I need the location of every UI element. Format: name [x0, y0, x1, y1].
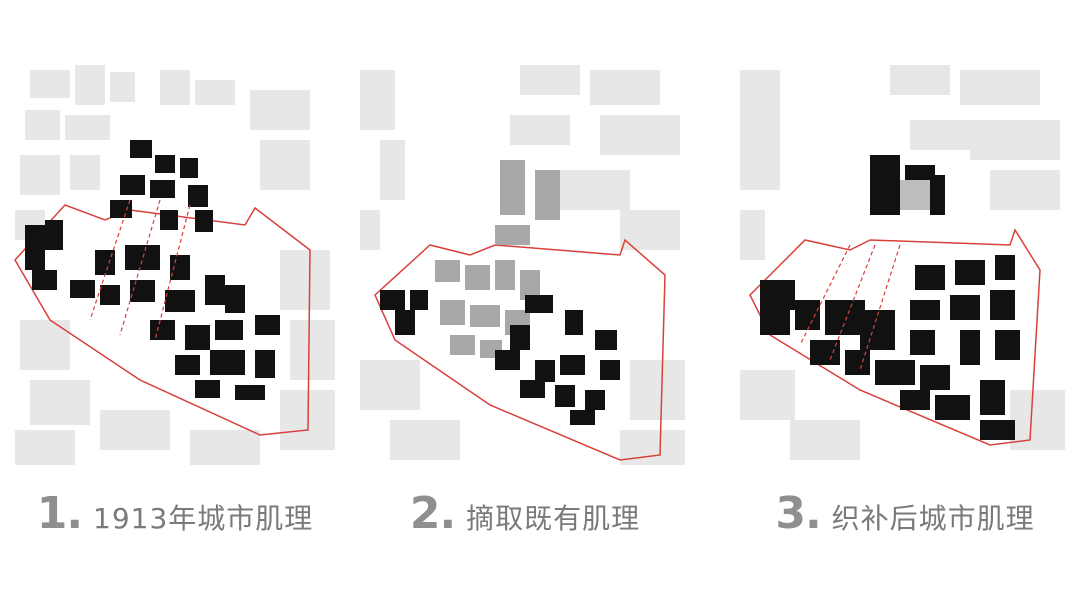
caption-3: 3 . 织补后城市肌理 — [775, 488, 1035, 539]
panel-repaired-texture — [740, 60, 1070, 470]
site-boundary — [14, 204, 311, 436]
panel-1913-texture — [10, 60, 340, 470]
caption-number-1: 1 — [36, 488, 68, 539]
context-buildings — [360, 65, 685, 465]
site-boundary — [749, 228, 1041, 446]
caption-number-3: 3 — [775, 488, 806, 539]
caption-1: 1 . 1913年城市肌理 — [36, 488, 314, 539]
caption-label-1: 1913年城市肌理 — [93, 502, 314, 535]
axis-lines — [89, 199, 191, 341]
figure-ground-map-1 — [14, 65, 335, 465]
caption-label-3: 织补后城市肌理 — [831, 502, 1035, 535]
extracted-texture-gray — [435, 160, 560, 358]
caption-number-2: 2 — [409, 488, 441, 539]
extracted-buildings-black — [380, 290, 620, 425]
context-buildings — [740, 65, 1065, 460]
panel-extracted-texture — [360, 60, 690, 470]
repaired-buildings-black — [760, 155, 1020, 440]
caption-label-2: 摘取既有肌理 — [466, 502, 641, 535]
historic-buildings-black — [25, 140, 280, 400]
site-boundary — [374, 238, 666, 461]
retained-buildings-gray — [900, 180, 930, 210]
figure-ground-map-2 — [360, 65, 685, 465]
context-buildings — [15, 65, 335, 465]
caption-2: 2 . 摘取既有肌理 — [409, 488, 641, 539]
figure-ground-map-3 — [740, 65, 1065, 460]
axis-lines — [799, 244, 901, 371]
